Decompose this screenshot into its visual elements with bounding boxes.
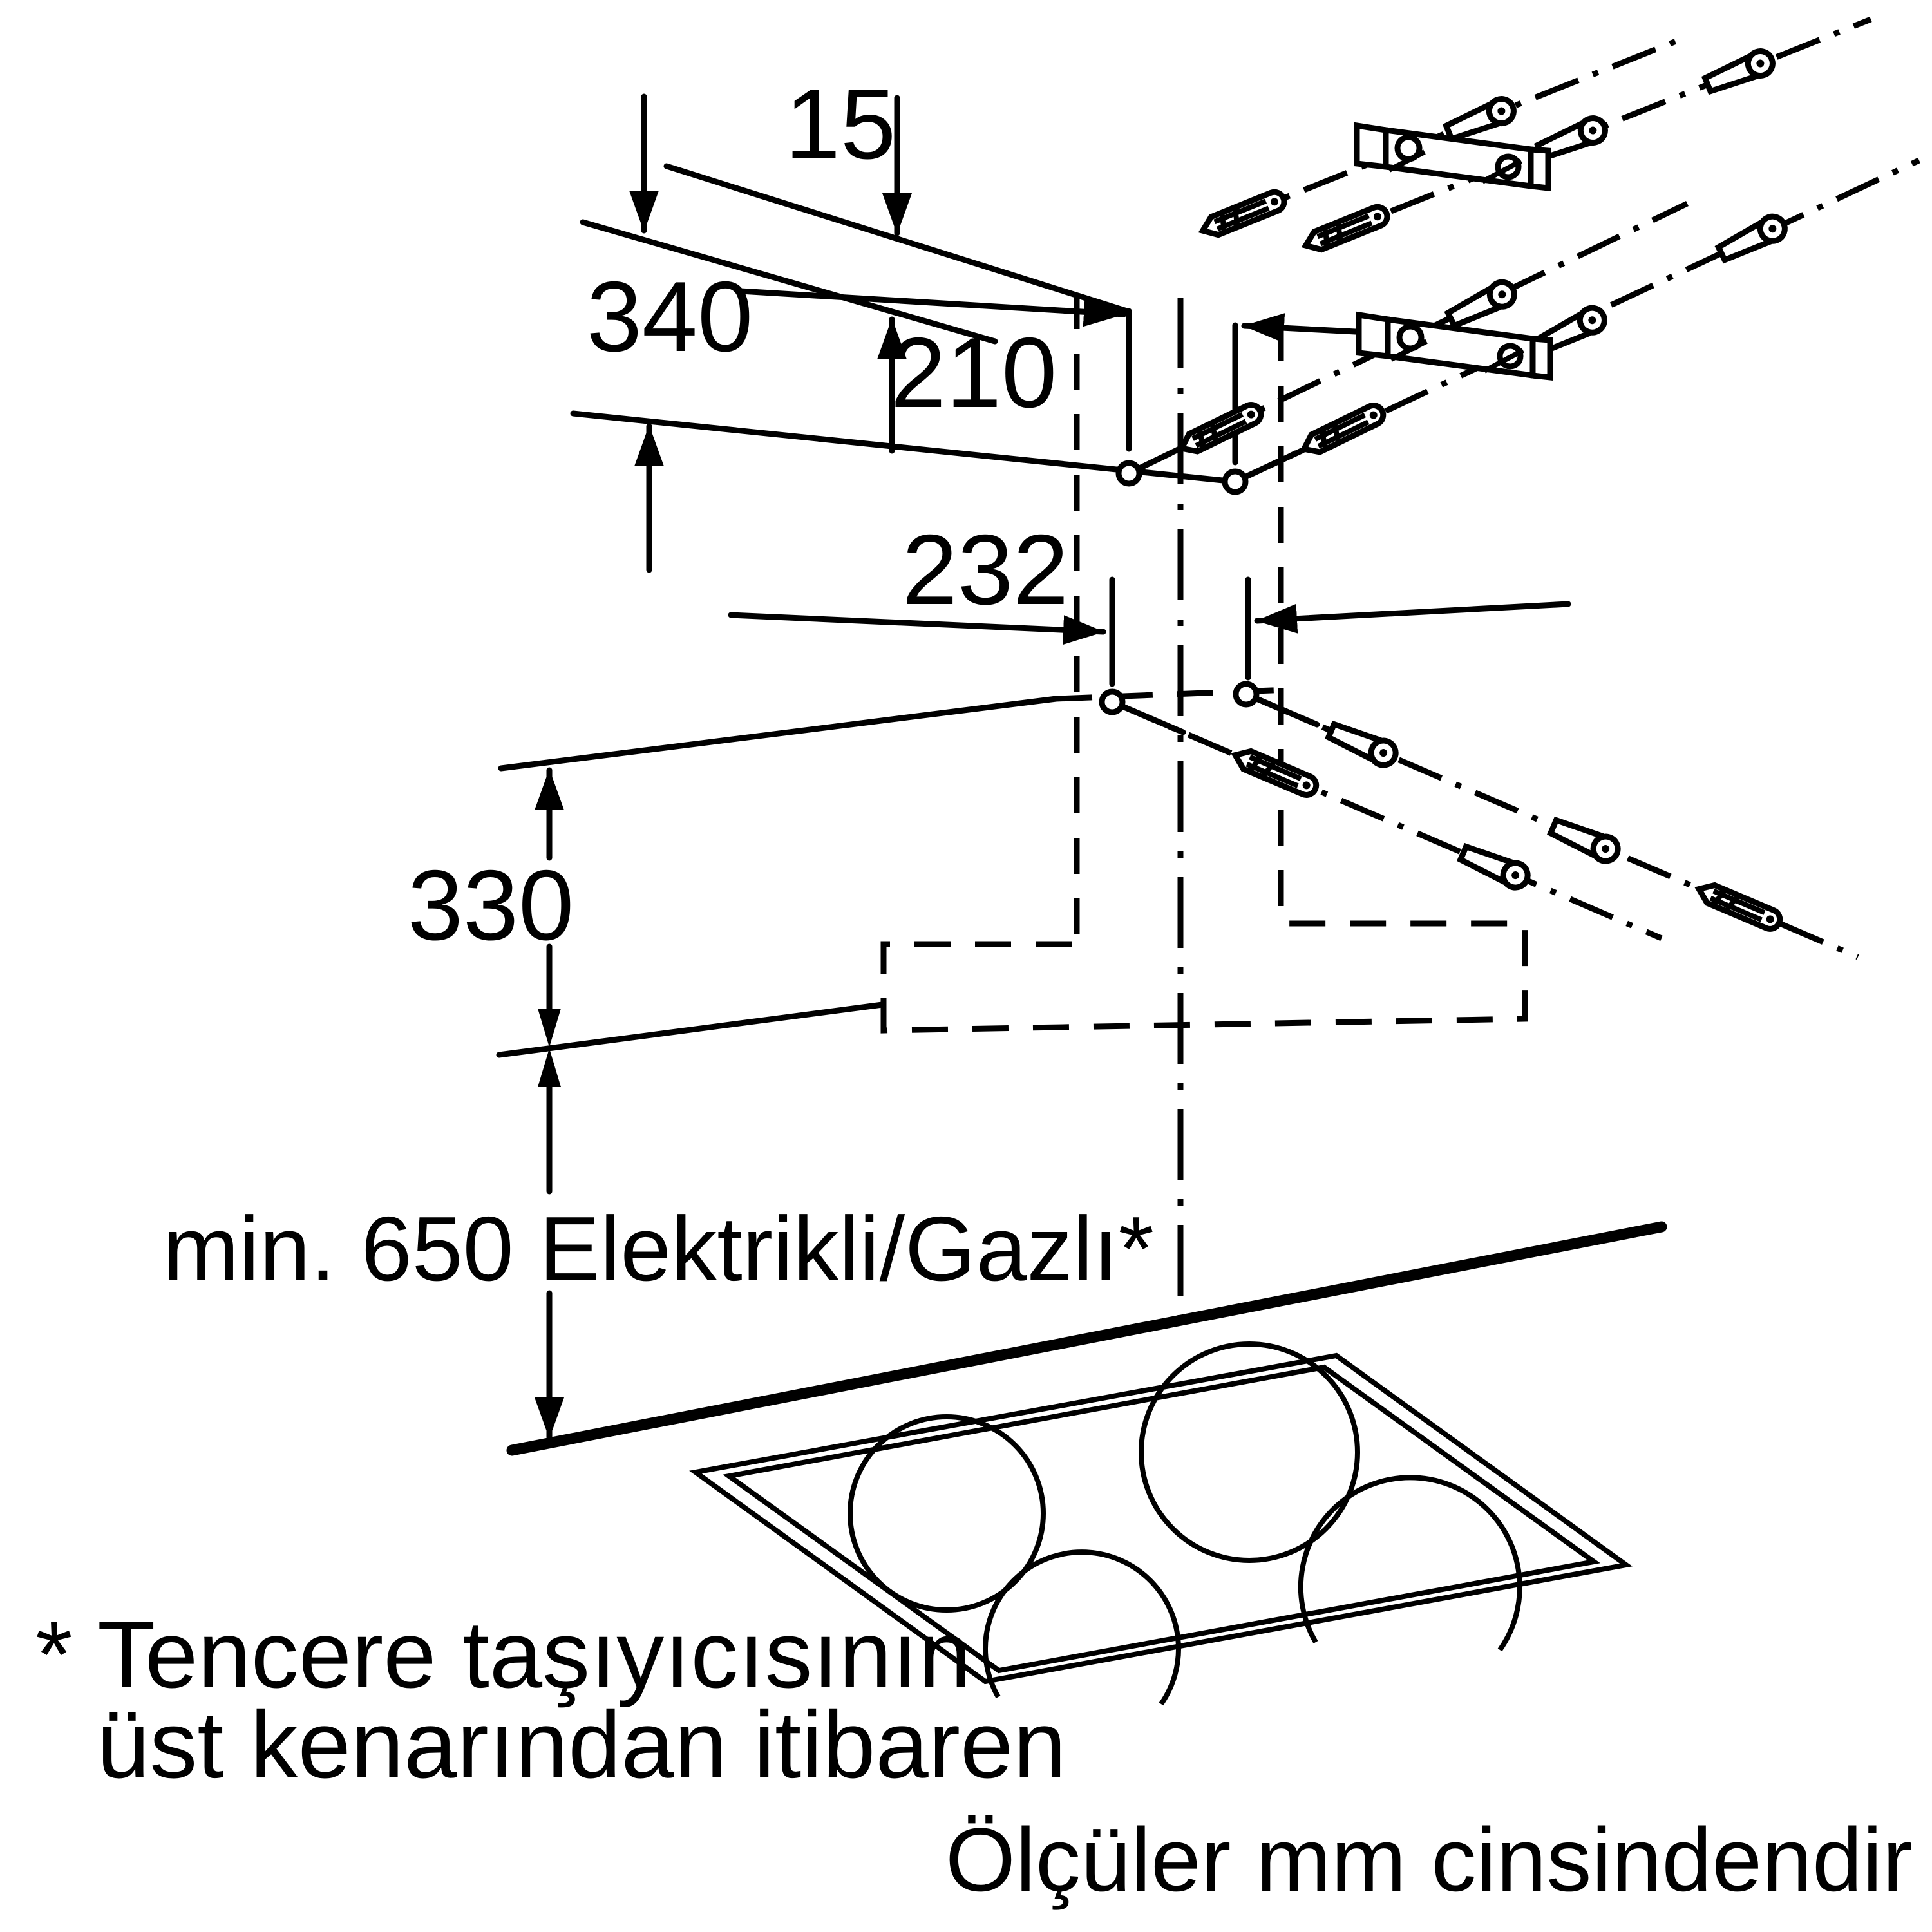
footnote-line-2: üst kenarından itibaren [97,1692,1066,1798]
top-line-upper [663,163,1130,314]
burner-rear-left [848,1414,1046,1613]
dim-650-label: min. 650 Elektrikli/Gazlı* [163,1198,1154,1300]
screw [1549,815,1622,865]
wall-plug [1302,204,1390,254]
arrow-left [1241,313,1359,343]
hardware-row-bottom [1109,691,1859,960]
screw [1716,213,1789,265]
screw [1703,48,1776,96]
footnote: * Tencere taşıyıcısının üst kenarından i… [35,1602,1066,1798]
screw [1327,719,1399,769]
dim-15-label: 15 [785,68,896,180]
screw [1446,278,1519,330]
hood-dashed-outline [880,920,1528,1034]
arrowhead-down [538,1009,561,1047]
burner-rear-right [1139,1341,1360,1563]
wall-plug [1695,880,1783,932]
dim-232-label: 232 [902,514,1069,625]
dim-340-label: 340 [587,261,753,372]
top-line-lower [580,219,998,345]
arrow-right [728,612,1106,645]
dimension-min-clearance: min. 650 Elektrikli/Gazlı* [163,1084,1154,1441]
wall-plug [1300,402,1386,458]
arrowhead-up [538,1048,561,1087]
arrow-left [1254,601,1571,634]
drill-hole-upper-left [1115,460,1142,487]
arrow-right [737,288,1127,327]
dimension-hood-height: 330 [408,767,574,1087]
dimension-upper-hole-spacing: 210 [737,288,1359,466]
wall-plug [1231,746,1319,798]
wall-plug [1199,189,1287,240]
cooktop [506,1221,1667,1706]
burner-front-right [1298,1475,1522,1652]
dimension-bracket-offset: 340 [587,261,907,573]
cooktop-inner-rim [723,1364,1600,1674]
screw [1444,95,1517,144]
drill-hole-lower-left [1099,688,1126,715]
footnote-line-1: * Tencere taşıyıcısının [35,1602,971,1708]
wall-plug [1177,402,1264,457]
hood-top-line [498,696,1059,772]
projection-line [1312,16,1872,245]
counter-edge [506,1221,1667,1456]
hood-bottom-line [496,1001,886,1058]
cooktop-outer-rim [689,1352,1633,1685]
drill-hole-lower-right [1233,681,1260,708]
screw [1459,842,1531,891]
wall-holes [1099,460,1260,715]
dim-210-label: 210 [891,317,1057,428]
dimension-lower-hole-spacing: 232 [728,514,1571,687]
dimension-top-gap: 15 [629,68,912,236]
units-note: Ölçüler mm cinsindendir [945,1809,1913,1910]
drill-hole-upper-right [1222,468,1249,495]
dim-330-label: 330 [408,849,574,961]
burner-front-left [983,1549,1181,1706]
hardware-row-top [1199,16,1872,254]
projection-line [1111,699,1663,942]
